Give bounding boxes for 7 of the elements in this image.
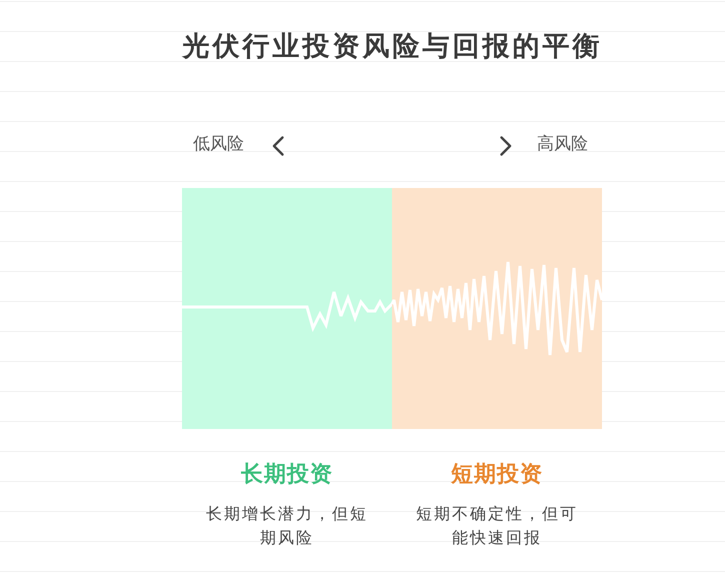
title: 光伏行业投资风险与回报的平衡 bbox=[180, 30, 604, 64]
panel-heading: 短期投资 bbox=[450, 460, 544, 489]
panel-description: 长期增长潜力，但短期风险 bbox=[205, 503, 369, 549]
panel-description: 短期不确定性，但可能快速回报 bbox=[415, 503, 579, 549]
risk-label: 高风险 bbox=[537, 133, 588, 155]
risk-label: 低风险 bbox=[193, 133, 244, 155]
panel-heading: 长期投资 bbox=[240, 460, 334, 489]
